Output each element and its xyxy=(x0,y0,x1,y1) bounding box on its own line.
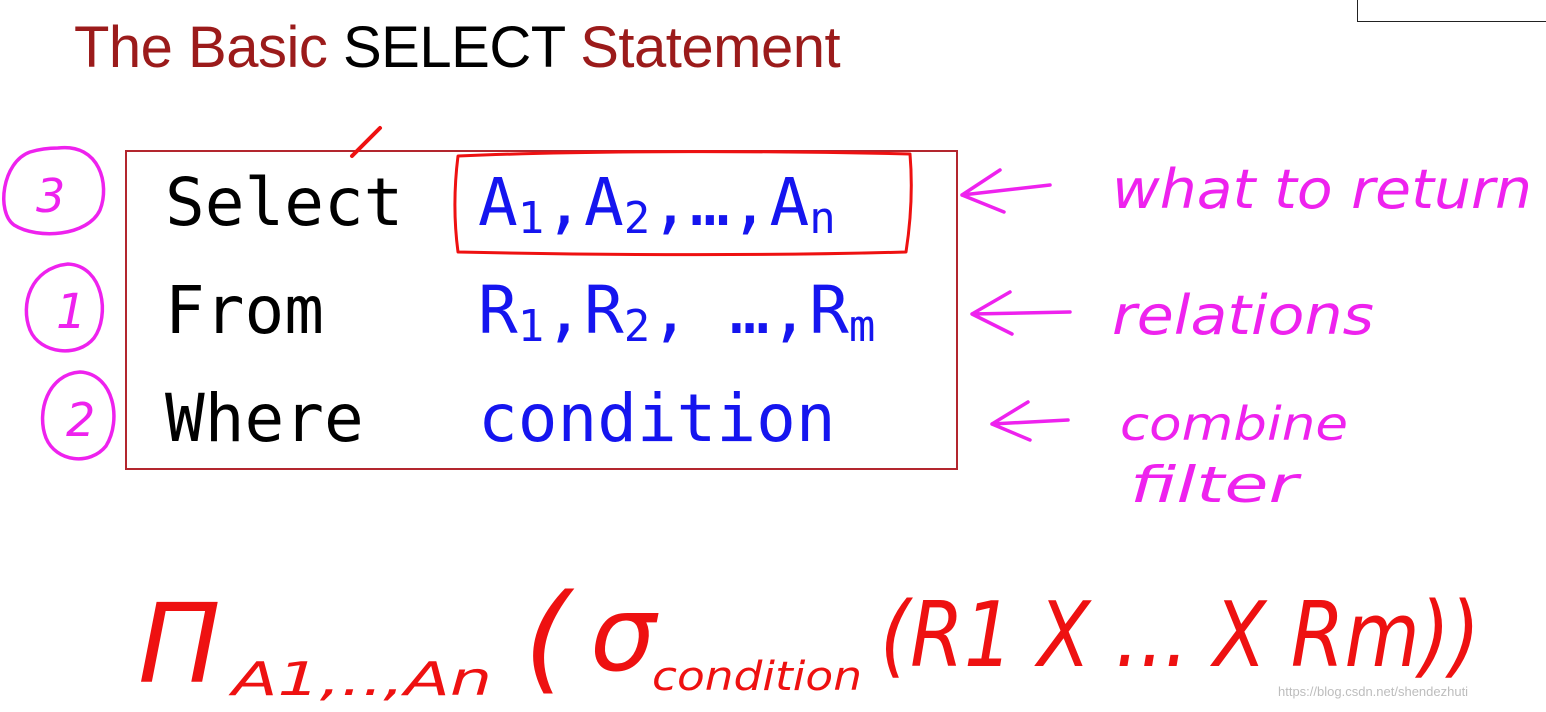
formula-open-paren: ( xyxy=(524,568,575,706)
formula-arguments: (R1 X ... X Rm)) xyxy=(880,583,1480,688)
order-circle-2 xyxy=(40,370,116,461)
title-keyword: SELECT xyxy=(343,15,565,80)
note-relations: relations xyxy=(1112,284,1374,347)
note-filter: filter xyxy=(1130,456,1303,514)
formula-sigma: σ xyxy=(590,573,659,695)
slide-title: The Basic SELECT Statement xyxy=(74,8,841,88)
formula-pi: Π xyxy=(138,580,221,708)
arrow-row1 xyxy=(960,168,1052,214)
from-keyword: From xyxy=(165,272,324,349)
note-combine: combine xyxy=(1120,397,1348,451)
select-keyword: Select xyxy=(165,164,404,241)
order-mark-1: 1 xyxy=(56,284,87,340)
watermark-url: https://blog.csdn.net/shendezhuti xyxy=(1278,684,1469,699)
where-keyword: Where xyxy=(165,380,364,457)
formula-pi-subscript: A1,..,An xyxy=(228,652,492,706)
order-mark-2: 2 xyxy=(66,393,95,447)
note-what-to-return: what to return xyxy=(1112,158,1532,221)
formula-sigma-subscript: condition xyxy=(652,654,862,700)
title-part-3: Statement xyxy=(564,15,841,80)
from-relations: R1,R2, …,Rm xyxy=(478,272,876,353)
order-circle-1 xyxy=(24,262,105,353)
title-part-1: The Basic xyxy=(74,15,343,80)
order-mark-3: 3 xyxy=(36,169,65,223)
order-circle-3 xyxy=(2,146,106,236)
corner-frame xyxy=(1357,0,1546,22)
where-condition: condition xyxy=(478,380,836,457)
arrow-row2 xyxy=(970,290,1072,336)
arrow-row3 xyxy=(990,400,1070,442)
select-attributes: A1,A2,…,An xyxy=(478,164,836,245)
